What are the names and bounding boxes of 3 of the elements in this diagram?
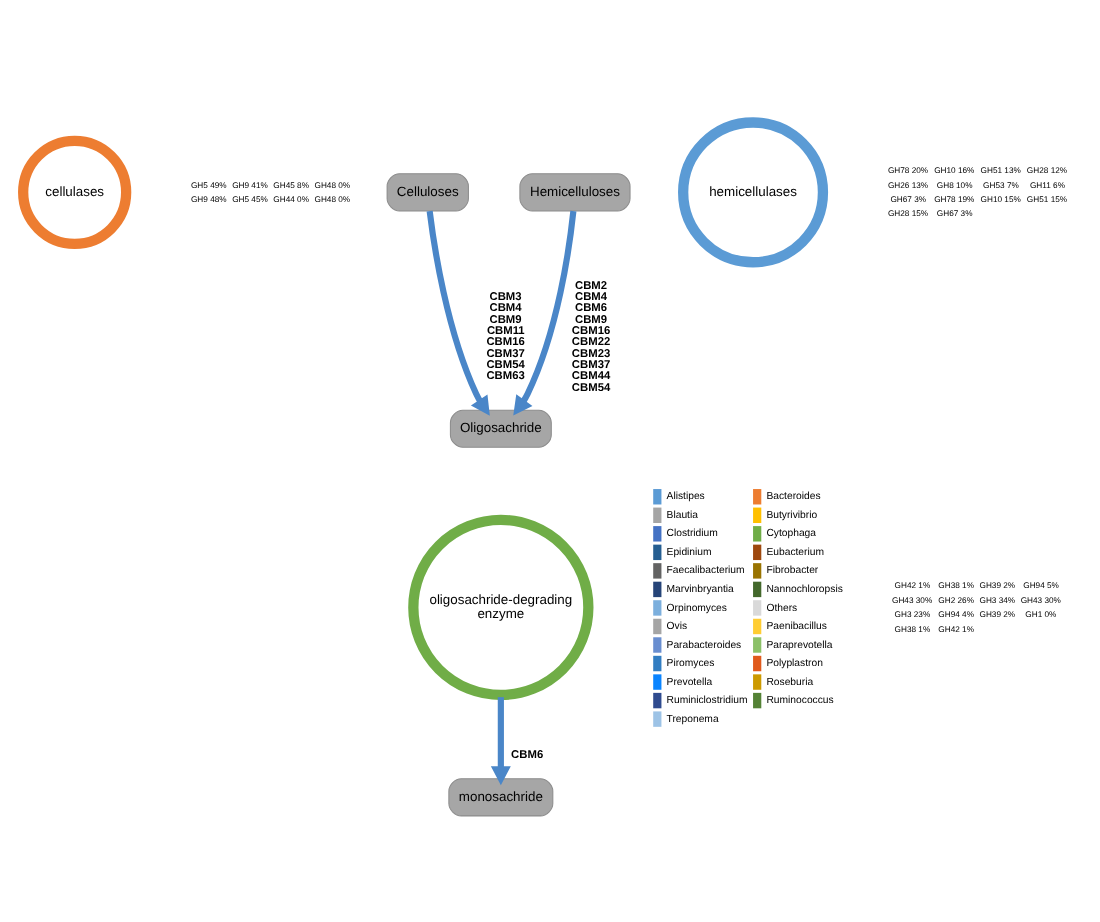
arrow bbox=[490, 696, 511, 785]
arrow bbox=[426, 209, 490, 415]
arrow bbox=[513, 209, 577, 415]
